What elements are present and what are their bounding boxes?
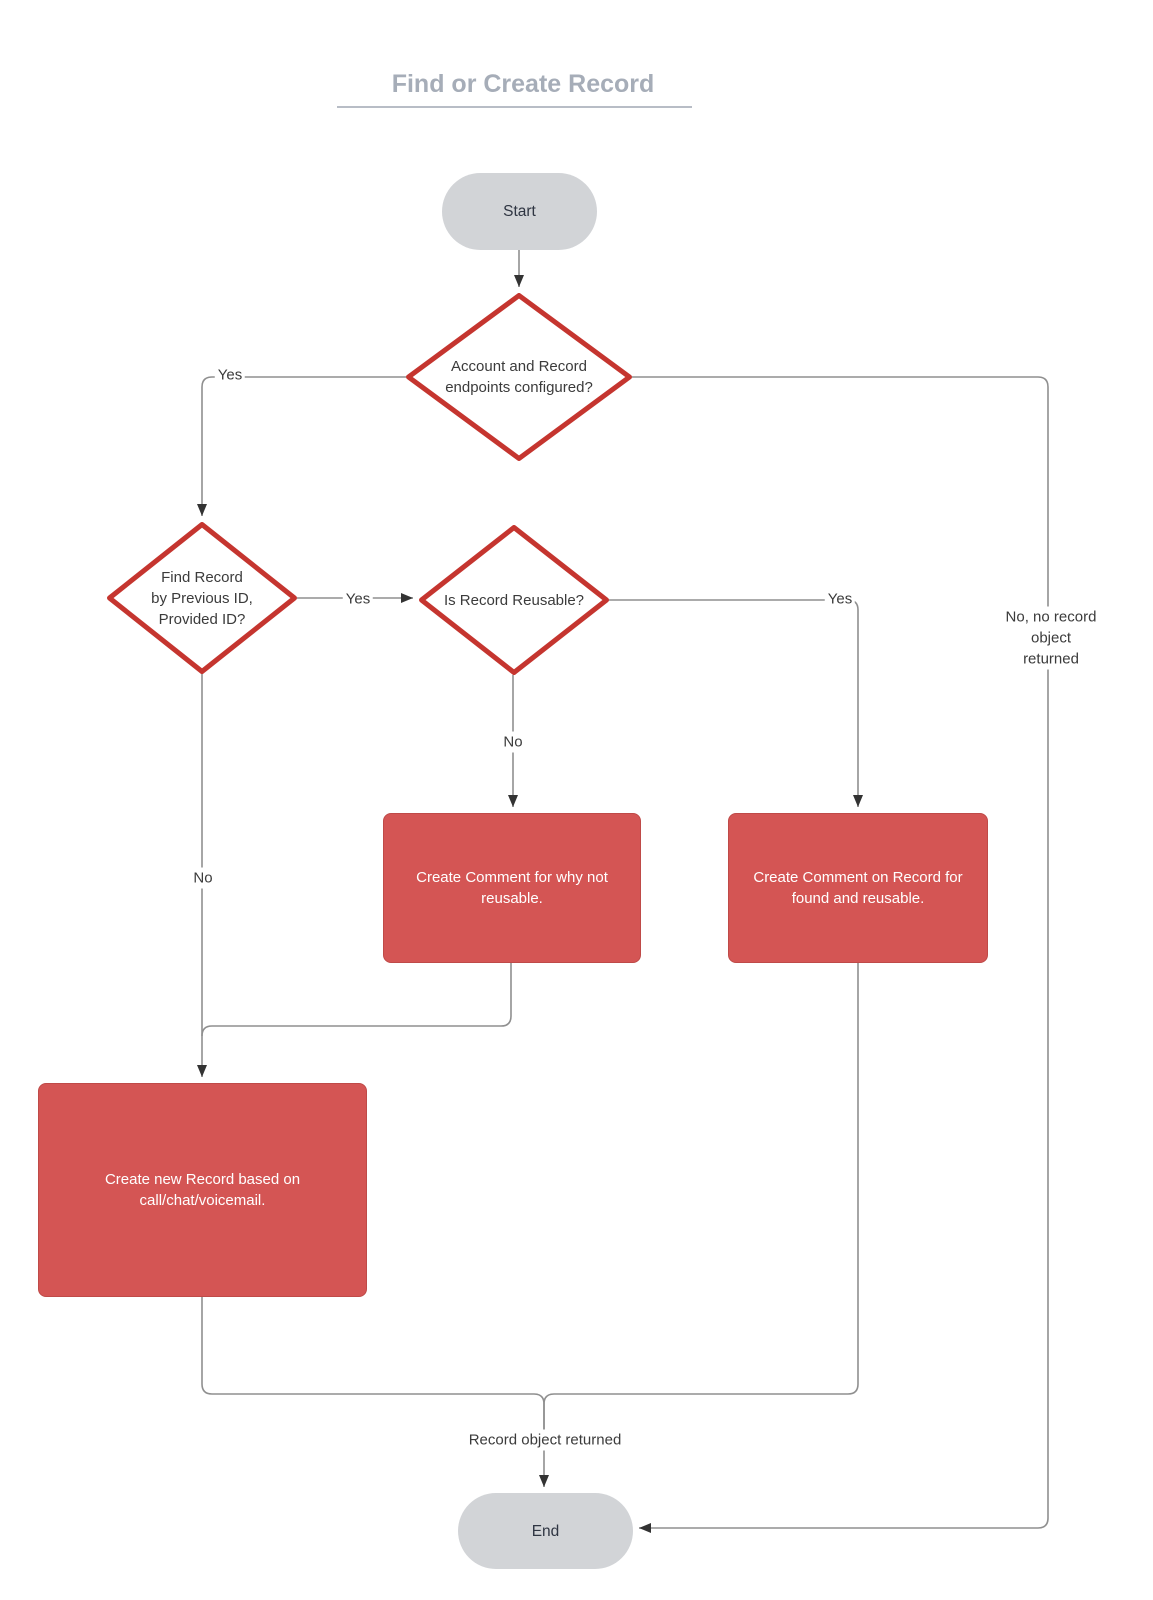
process-comment-not-reusable: Create Comment for why not reusable. (383, 813, 641, 963)
decision-record-reusable: Is Record Reusable? (419, 525, 609, 675)
edge-label-no-find-record: No (190, 867, 216, 889)
start-node: Start (442, 173, 597, 250)
edge-label-yes-endpoints: Yes (214, 364, 246, 386)
process-create-record: Create new Record based on call/chat/voi… (38, 1083, 367, 1297)
edge-comment-record-to-end (543, 963, 859, 1450)
decision-find-record: Find Record by Previous ID, Provided ID? (107, 522, 297, 674)
process-comment-found-reusable: Create Comment on Record for found and r… (728, 813, 988, 963)
diamond-shape (107, 522, 297, 674)
title-underline (337, 106, 692, 108)
decision-find-record-label: Find Record by Previous ID, Provided ID? (151, 568, 253, 628)
edge-endpoints-yes-to-find-decision (197, 376, 406, 516)
diamond-shape (406, 293, 632, 461)
edge-create-record-to-end (201, 1297, 549, 1487)
edge-reusable-yes-to-comment-record-box (608, 599, 863, 807)
edge-label-yes-reusable: Yes (824, 588, 856, 610)
edge-endpoints-no-to-end (632, 376, 1049, 1533)
edge-label-no-reusable: No (500, 731, 526, 753)
decision-endpoints-configured: Account and Record endpoints configured? (406, 293, 632, 461)
edge-label-yes-find-record: Yes (342, 588, 374, 610)
edge-label-no-record-returned: No, no record object returned (1000, 606, 1102, 670)
edge-label-record-object-returned: Record object returned (465, 1429, 625, 1451)
decision-endpoints-label: Account and Record endpoints configured? (445, 358, 593, 396)
decision-record-reusable-label: Is Record Reusable? (443, 591, 585, 609)
diamond-shape (419, 525, 609, 675)
page-title: Find or Create Record (391, 70, 655, 98)
edge-comment-to-create-record (201, 963, 512, 1037)
end-node: End (458, 1493, 633, 1569)
